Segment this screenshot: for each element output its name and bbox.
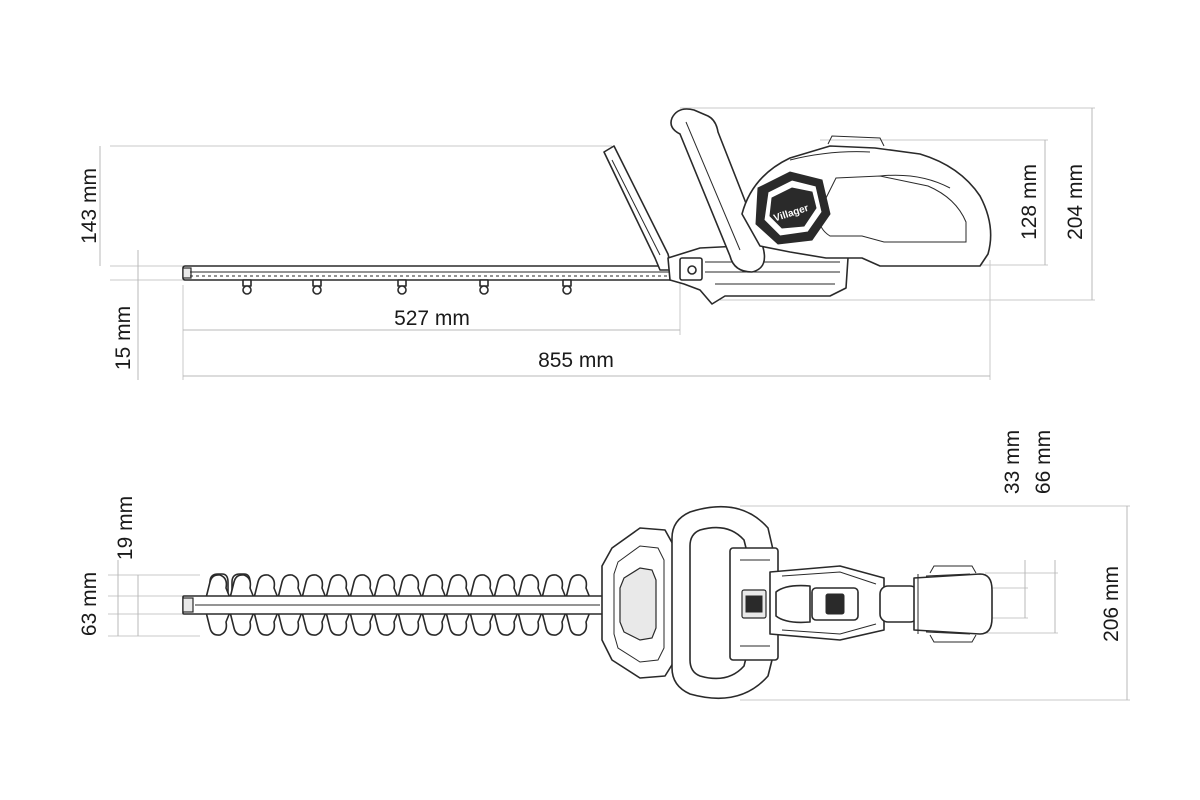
side-blade-guard [603, 145, 673, 271]
label-19mm: 19 mm [114, 496, 137, 560]
label-128mm: 128 mm [1018, 164, 1041, 240]
side-front-handle [670, 108, 766, 273]
villager-logo: Villager [755, 171, 831, 245]
label-527mm: 527 mm [394, 307, 470, 330]
top-rear-handle [879, 565, 993, 643]
label-66mm: 66 mm [1032, 430, 1055, 494]
top-hand-guard [601, 527, 676, 679]
side-blade [182, 265, 684, 295]
label-206mm: 206 mm [1100, 566, 1123, 642]
label-15mm: 15 mm [112, 306, 135, 370]
top-blade [182, 573, 606, 636]
label-855mm: 855 mm [538, 349, 614, 372]
top-body [729, 547, 885, 661]
side-view: 143 mm 15 mm 527 mm 855 mm 128 mm 204 mm [78, 107, 1095, 380]
label-63mm: 63 mm [78, 572, 101, 636]
label-143mm: 143 mm [78, 168, 101, 244]
label-33mm: 33 mm [1001, 430, 1024, 494]
label-204mm: 204 mm [1064, 164, 1087, 240]
top-view: 19 mm 63 mm 33 mm 66 mm 206 mm [78, 430, 1130, 701]
side-rear-housing: Villager [741, 135, 992, 267]
side-body [667, 244, 849, 305]
